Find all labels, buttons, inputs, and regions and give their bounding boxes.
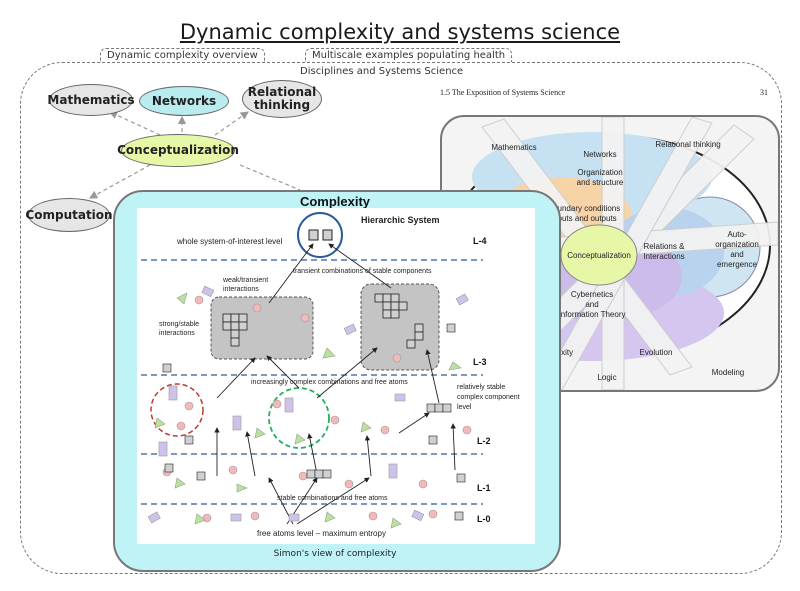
simon-hierarchy-diagram: L-4 L-3 L-2 L-1 L-0 Hierarchic System wh… bbox=[141, 212, 520, 538]
relatively-stable-3: level bbox=[457, 404, 472, 411]
label-boundary-1: Boundary conditions bbox=[548, 204, 621, 213]
tab-examples[interactable]: Multiscale examples populating health bbox=[305, 48, 513, 62]
transient-label: transient combinations of stable compone… bbox=[293, 268, 432, 275]
node-mathematics[interactable]: Mathematics bbox=[47, 84, 135, 116]
label-auto-2: organization bbox=[715, 240, 759, 249]
label-modeling: Modeling bbox=[712, 368, 744, 377]
label-networks: Networks bbox=[583, 150, 616, 159]
label-mathematics: Mathematics bbox=[491, 143, 536, 152]
node-computation[interactable]: Computation bbox=[25, 198, 113, 232]
level-label-l1: L-1 bbox=[477, 483, 491, 493]
weak-label-1: weak/transient bbox=[222, 277, 268, 284]
label-cybernetics-3: Information Theory bbox=[559, 310, 626, 319]
complexity-caption: Simon's view of complexity bbox=[273, 549, 397, 559]
hierarchic-system-label: Hierarchic System bbox=[361, 215, 440, 225]
weak-label-2: interactions bbox=[223, 286, 259, 293]
label-cybernetics-1: Cybernetics bbox=[571, 290, 613, 299]
level-label-l2: L-2 bbox=[477, 436, 491, 446]
node-conceptualization[interactable]: Conceptualization bbox=[117, 134, 239, 167]
strong-label-1: strong/stable bbox=[159, 321, 199, 328]
tab-overview[interactable]: Dynamic complexity overview bbox=[100, 48, 265, 62]
label-logic: Logic bbox=[597, 373, 616, 382]
node-networks[interactable]: Networks bbox=[139, 86, 229, 116]
label-relational-thinking: Relational thinking bbox=[655, 140, 720, 149]
label-auto-4: emergence bbox=[717, 260, 758, 269]
book-section-title: 1.5 The Exposition of Systems Science bbox=[440, 88, 566, 97]
page-title: Dynamic complexity and systems science bbox=[179, 20, 621, 44]
level-label-l3: L-3 bbox=[473, 357, 487, 367]
label-complexity-partial: lexity bbox=[555, 348, 573, 357]
book-page-number: 31 bbox=[760, 88, 768, 97]
level-label-l4: L-4 bbox=[473, 236, 487, 246]
strong-label-2: interactions bbox=[159, 330, 195, 337]
label-organization-1: Organization bbox=[577, 168, 622, 177]
label-auto-3: and bbox=[730, 250, 743, 259]
label-relations-1: Relations & bbox=[644, 242, 686, 251]
label-conceptualization: Conceptualization bbox=[567, 251, 631, 260]
label-auto-1: Auto- bbox=[727, 230, 746, 239]
label-boundary-2: inputs and outputs bbox=[551, 214, 616, 223]
whole-system-label: whole system-of-interest level bbox=[176, 237, 283, 246]
stable-combos-label: stable combinations and free atoms bbox=[277, 495, 388, 502]
node-relational-thinking[interactable]: Relational thinking bbox=[242, 80, 322, 118]
relatively-stable-1: relatively stable bbox=[457, 384, 505, 391]
label-cybernetics-2: and bbox=[585, 300, 598, 309]
simon-diagram-area bbox=[137, 208, 535, 544]
label-evolution: Evolution bbox=[640, 348, 673, 357]
increasing-label: increasingly complex combinations and fr… bbox=[251, 379, 408, 386]
book-page-header: 1.5 The Exposition of Systems Science 31 bbox=[440, 88, 768, 97]
label-organization-2: and structure bbox=[577, 178, 624, 187]
relatively-stable-2: complex component bbox=[457, 394, 520, 401]
subtitle: Disciplines and Systems Science bbox=[300, 66, 464, 77]
outer-frame bbox=[20, 62, 782, 574]
label-relations-2: Interactions bbox=[643, 252, 684, 261]
complexity-title: Complexity bbox=[299, 194, 371, 209]
free-atoms-label: free atoms level – maximum entropy bbox=[257, 529, 386, 538]
level-label-l0: L-0 bbox=[477, 514, 491, 524]
